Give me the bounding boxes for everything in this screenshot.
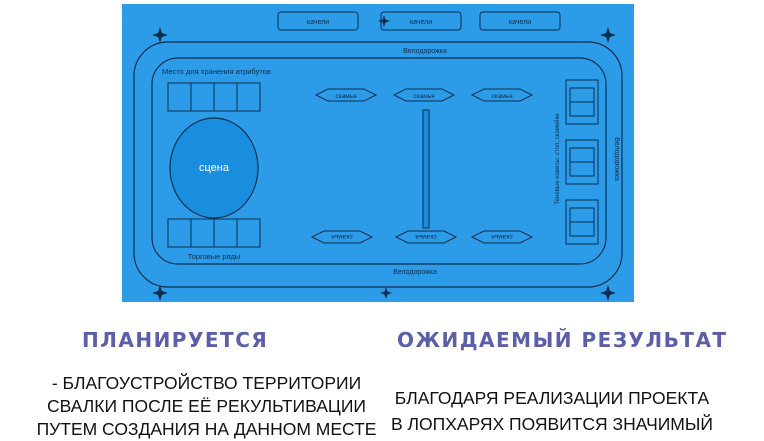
benches-bottom <box>310 230 534 244</box>
sparkle-icon <box>380 287 392 299</box>
benches-top <box>314 88 534 102</box>
sparkle-icons <box>152 15 616 301</box>
bench-shape <box>394 230 458 244</box>
canopy-table <box>565 139 599 185</box>
section-heading-planned: ПЛАНИРУЕТСЯ <box>82 328 269 352</box>
canopy-table <box>565 199 599 245</box>
bike-path-label-top: Велодорожка <box>403 48 447 55</box>
stage-ellipse <box>169 117 259 219</box>
sparkle-icon <box>152 285 168 301</box>
swing-label: качели <box>509 19 531 26</box>
text-line: в лопхарях появится значимый <box>391 414 713 434</box>
swing-label: качели <box>307 19 329 26</box>
bench-shape <box>470 230 534 244</box>
sparkle-icon <box>152 27 168 43</box>
sparkle-icon <box>600 27 616 43</box>
planned-description: - благоустройство территории свалки посл… <box>34 372 379 441</box>
bench-shape <box>392 88 456 102</box>
attribute-storage-label: Место для хранения атрибутов <box>162 67 271 76</box>
section-heading-result: ОЖИДАЕМЫЙ РЕЗУЛЬТАТ <box>397 328 728 352</box>
bench-label: скамья <box>331 233 353 240</box>
bench-label: скамья <box>413 93 435 100</box>
shade-canopies <box>565 79 599 245</box>
swings-row <box>277 11 561 31</box>
bike-path-label-bottom: Велодорожка <box>393 269 437 276</box>
sparkle-icon <box>600 285 616 301</box>
bench-shape <box>314 88 378 102</box>
central-path <box>422 109 430 229</box>
trade-row-boxes <box>167 218 261 248</box>
shade-canopies-label: Теневые навесы: стол, скамейки <box>554 113 561 204</box>
bench-shape <box>310 230 374 244</box>
stage-label: сцена <box>199 162 230 174</box>
trade-rows-label: Торговые ряды <box>188 252 241 261</box>
bench-label: скамья <box>491 233 513 240</box>
bike-path-label-right: Велодорожка <box>613 137 620 181</box>
result-description: благодаря реализации проекта в лопхарях … <box>376 385 728 437</box>
canopy-table <box>565 79 599 125</box>
swing-box <box>479 11 561 31</box>
text-line: благодаря реализации проекта <box>394 388 710 408</box>
bench-shape <box>470 88 534 102</box>
swing-label: качели <box>410 19 432 26</box>
bike-path-outer <box>133 41 623 288</box>
bike-path-inner <box>151 57 607 265</box>
text-line: - благоустройство территории <box>51 373 362 393</box>
bench-label: скамья <box>415 233 437 240</box>
swing-box <box>380 11 462 31</box>
bench-label: скамья <box>491 93 513 100</box>
site-plan-diagram: качели качели качели Велодорожка Велодор… <box>122 4 634 302</box>
swing-box <box>277 11 359 31</box>
text-line: свалки после её рекультивации <box>46 396 366 416</box>
sparkle-icon <box>378 15 390 27</box>
bench-label: скамья <box>335 93 357 100</box>
attribute-storage-boxes <box>167 82 261 112</box>
